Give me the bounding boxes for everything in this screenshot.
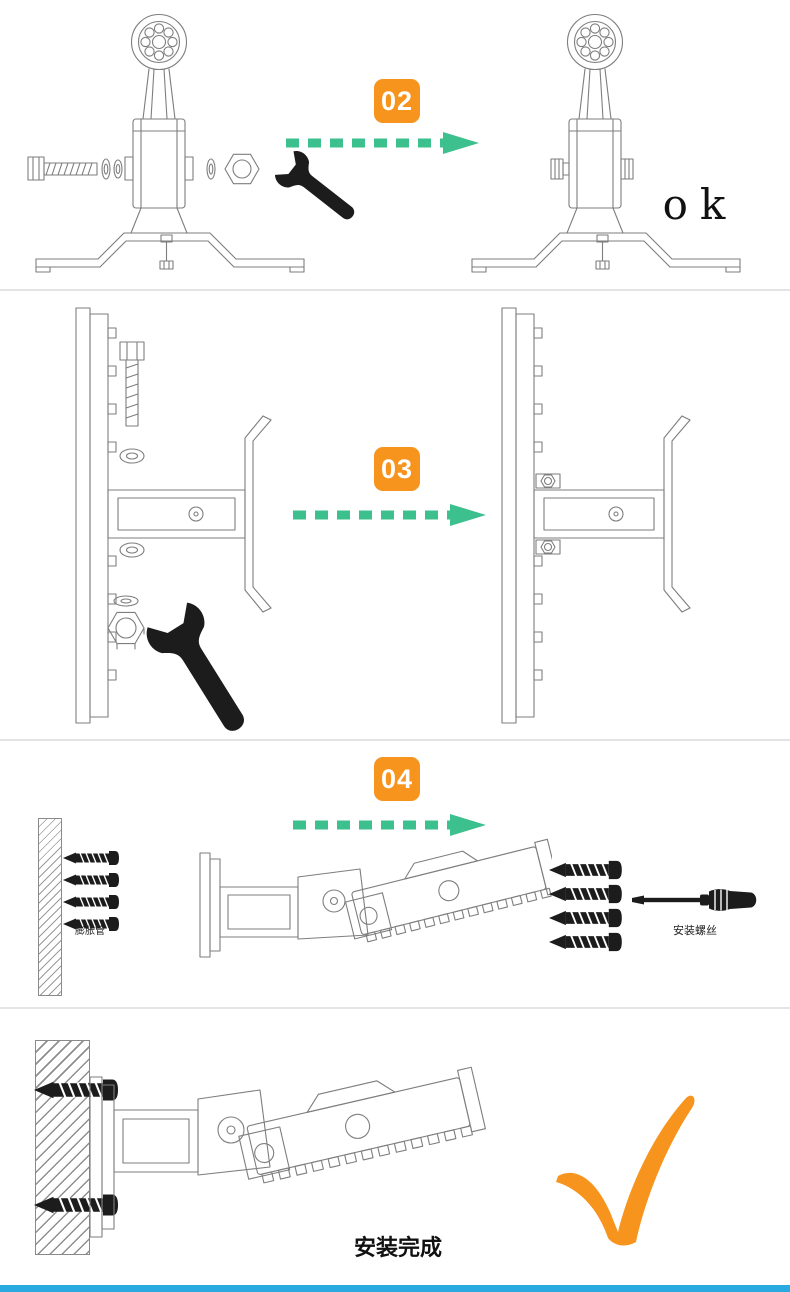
pole-mount-exploded-drawing <box>75 307 272 731</box>
dashed-arrow-icon <box>286 132 479 154</box>
adjustment-knob-icon <box>566 13 624 71</box>
nut-icon <box>107 611 145 650</box>
step-03-badge: 03 <box>374 447 420 491</box>
adjustment-knob-icon <box>130 13 188 71</box>
washer-icon <box>113 595 139 607</box>
completion-caption: 安装完成 <box>353 1235 442 1260</box>
nut-icon <box>535 539 561 555</box>
bracket-exploded-drawing <box>27 13 355 273</box>
floodlight-body <box>238 1066 486 1184</box>
nut-icon <box>620 158 634 180</box>
screwdriver-icon <box>632 889 757 911</box>
installed-floodlight-drawing <box>32 1066 486 1238</box>
section-divider <box>0 739 790 741</box>
pole-mount-assembled-drawing <box>501 307 691 724</box>
nut-icon <box>224 153 260 185</box>
checkmark-icon <box>556 1095 695 1246</box>
ok-result-label: ok <box>662 180 738 229</box>
bracket-assembled-drawing <box>471 13 741 273</box>
dashed-arrow-icon <box>293 814 486 836</box>
mounting-screws-drawing <box>548 859 623 953</box>
step-02-badge: 02 <box>374 79 420 123</box>
expansion-tube-label: 膨胀管 <box>75 926 105 937</box>
washer-icon <box>113 159 123 179</box>
mounting-screws-label: 安装螺丝 <box>673 925 717 937</box>
wrench-icon <box>146 602 244 731</box>
section-divider <box>0 289 790 291</box>
wall-hatch <box>38 818 62 996</box>
wrench-icon <box>274 150 355 220</box>
washer-icon <box>101 158 111 180</box>
screw-icon <box>159 234 174 270</box>
bolt-icon <box>119 341 145 427</box>
bolt-icon <box>550 158 570 180</box>
wall-hatch <box>35 1040 90 1255</box>
bracket-floodlight-drawing <box>199 838 552 958</box>
checkmark-drawing <box>556 1095 695 1246</box>
bolt-icon <box>27 156 98 181</box>
screwdriver-drawing <box>632 889 757 911</box>
step-04-badge: 04 <box>374 757 420 801</box>
floodlight-body <box>344 838 552 943</box>
footer-accent-bar <box>0 1285 790 1292</box>
washer-icon <box>119 542 145 558</box>
screw-icon <box>595 234 610 270</box>
section-divider <box>0 1007 790 1009</box>
nut-icon <box>535 473 561 489</box>
washer-icon <box>206 158 216 180</box>
washer-icon <box>119 448 145 464</box>
dashed-arrow-icon <box>293 504 486 526</box>
